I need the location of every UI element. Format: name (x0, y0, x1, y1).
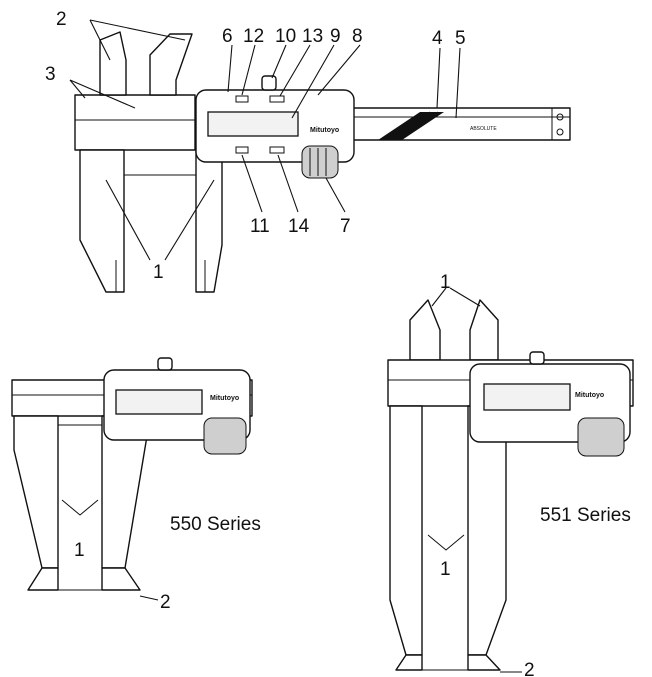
label-551-series: 551 Series (540, 505, 631, 526)
on-off-button[interactable] (235, 146, 249, 154)
callout-3: 3 (45, 64, 56, 85)
callout-1-550: 1 (74, 540, 85, 561)
movable-outside-jaw (195, 149, 223, 293)
callout-13: 13 (302, 26, 323, 47)
fixed-outside-jaw-550 (13, 415, 59, 569)
callout-9: 9 (330, 26, 341, 47)
series-551-caliper: 1 Mitutoyo 1 2 551 Series (387, 272, 634, 677)
callout-2-550: 2 (160, 592, 171, 613)
inch-mm-button[interactable] (269, 146, 285, 154)
top-caliper: ABSOLUTE Mitutoyo (45, 9, 571, 293)
callout-4: 4 (432, 28, 443, 49)
label-550-series: 550 Series (170, 514, 261, 535)
callout-1-551-top: 1 (440, 272, 451, 293)
series-550-caliper: Mitutoyo 1 2 550 Series (11, 357, 261, 613)
callout-10: 10 (275, 26, 296, 47)
movable-inside-jaw (149, 33, 193, 96)
slider-body: Mitutoyo (195, 75, 355, 179)
callout-6: 6 (222, 26, 233, 47)
lcd-display (207, 111, 299, 137)
callout-8: 8 (352, 26, 363, 47)
thumb-roller[interactable] (301, 145, 339, 179)
fixed-outside-jaw-551 (389, 405, 423, 656)
callout-7: 7 (340, 216, 351, 237)
main-beam: ABSOLUTE (74, 94, 571, 151)
brand-logo-551: Mitutoyo (575, 392, 604, 399)
callout-2-551: 2 (524, 660, 535, 677)
callout-14: 14 (288, 216, 310, 237)
zero-abs-button[interactable] (269, 95, 285, 103)
locking-screw[interactable] (261, 75, 277, 91)
callout-2-top: 2 (56, 9, 67, 30)
fixed-inside-jaw (99, 31, 127, 96)
origin-button[interactable] (235, 95, 249, 103)
fixed-outside-jaw (79, 149, 125, 293)
scale-mark: ABSOLUTE (470, 126, 497, 132)
callout-12: 12 (243, 26, 264, 47)
brand-logo: Mitutoyo (310, 127, 339, 134)
callout-1-551: 1 (440, 559, 451, 580)
brand-logo-550: Mitutoyo (210, 395, 239, 402)
callout-1-top: 1 (153, 262, 164, 283)
callout-11: 11 (250, 216, 270, 237)
movable-outside-jaw-551 (467, 405, 507, 656)
callout-5: 5 (455, 28, 466, 49)
top-leader-lines (69, 19, 461, 261)
